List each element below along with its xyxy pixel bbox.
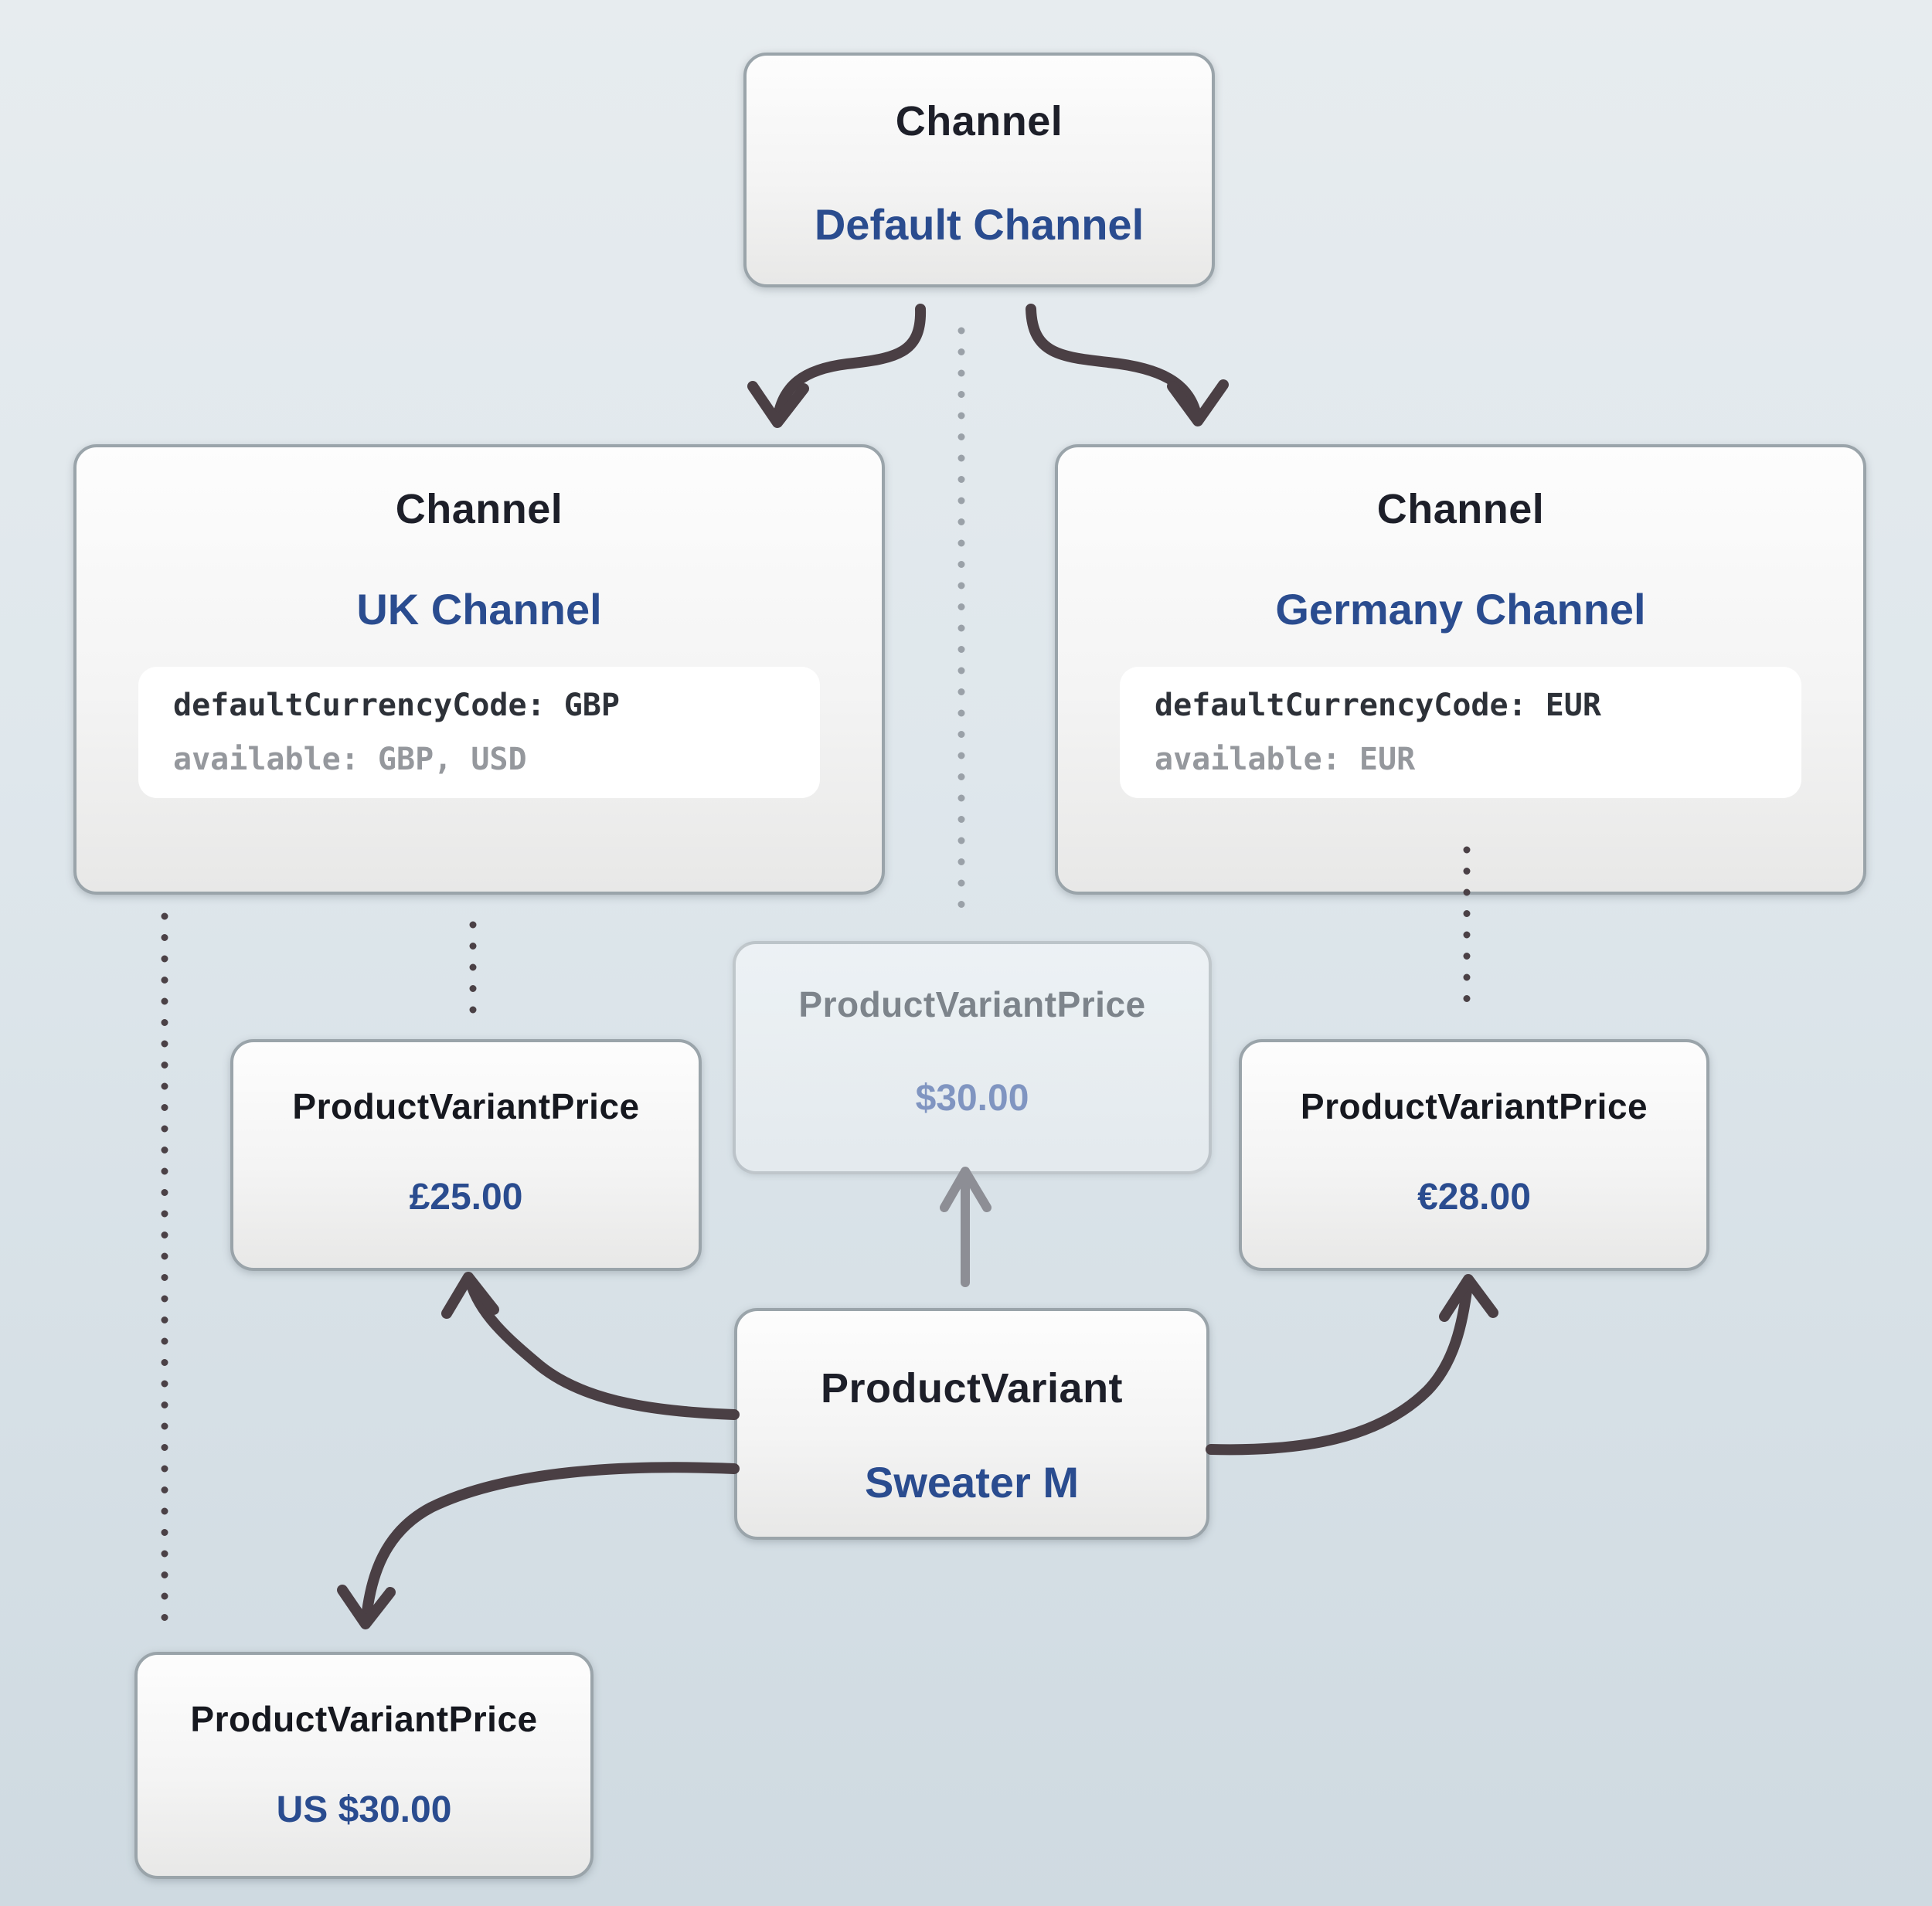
arrow-product-variant-to-uk-price	[465, 1277, 740, 1420]
node-type-label: Channel	[1376, 486, 1545, 532]
arrowhead-product-variant-to-uk-price	[441, 1272, 499, 1319]
arrowhead-product-variant-to-us-price	[337, 1585, 396, 1629]
node-germany-price: ProductVariantPrice €28.00	[1239, 1039, 1709, 1271]
node-entity-name: Default Channel	[814, 200, 1145, 249]
code-line: available: GBP, USD	[173, 742, 527, 777]
node-type-label: Channel	[395, 486, 563, 532]
arrow-product-variant-to-us-price	[361, 1462, 740, 1623]
price-value: €28.00	[1417, 1177, 1531, 1218]
node-uk-price: ProductVariantPrice £25.00	[230, 1039, 702, 1271]
arrow-product-variant-to-germany-price	[1206, 1279, 1473, 1456]
arrowhead-default-channel-to-uk-channel	[747, 381, 809, 428]
node-type-label: Channel	[895, 98, 1063, 144]
code-line: defaultCurrencyCode: GBP	[173, 688, 620, 723]
node-type-label: ProductVariantPrice	[1300, 1086, 1648, 1126]
node-type-label: ProductVariantPrice	[292, 1086, 640, 1126]
code-line: defaultCurrencyCode: EUR	[1155, 688, 1601, 723]
node-germany-channel: Channel Germany Channel defaultCurrencyC…	[1055, 444, 1866, 895]
node-entity-name: UK Channel	[356, 585, 602, 634]
node-product-variant: ProductVariant Sweater M	[734, 1308, 1209, 1540]
code-line: available: EUR	[1155, 742, 1416, 777]
node-type-label: ProductVariantPrice	[798, 984, 1146, 1024]
node-default-channel: Channel Default Channel	[743, 53, 1215, 287]
node-type-label: ProductVariant	[820, 1365, 1124, 1412]
arrowhead-default-channel-to-germany-channel	[1167, 379, 1229, 426]
arrowhead-product-variant-to-default-price	[940, 1167, 992, 1212]
arrow-default-channel-to-germany-channel	[1026, 304, 1202, 424]
arrowhead-product-variant-to-germany-price	[1439, 1274, 1498, 1322]
arrow-default-channel-to-uk-channel	[772, 304, 927, 426]
currency-code-panel: defaultCurrencyCode: EUR available: EUR	[1120, 667, 1801, 798]
node-entity-name: Germany Channel	[1275, 585, 1646, 634]
price-value: £25.00	[409, 1177, 523, 1218]
currency-code-panel: defaultCurrencyCode: GBP available: GBP,…	[138, 667, 820, 798]
price-value: $30.00	[915, 1078, 1029, 1119]
node-default-price: ProductVariantPrice $30.00	[733, 941, 1212, 1174]
price-value: US $30.00	[276, 1789, 452, 1830]
node-uk-channel: Channel UK Channel defaultCurrencyCode: …	[73, 444, 885, 895]
node-type-label: ProductVariantPrice	[190, 1699, 538, 1739]
node-us-price: ProductVariantPrice US $30.00	[134, 1652, 594, 1879]
node-entity-name: Sweater M	[865, 1458, 1079, 1507]
